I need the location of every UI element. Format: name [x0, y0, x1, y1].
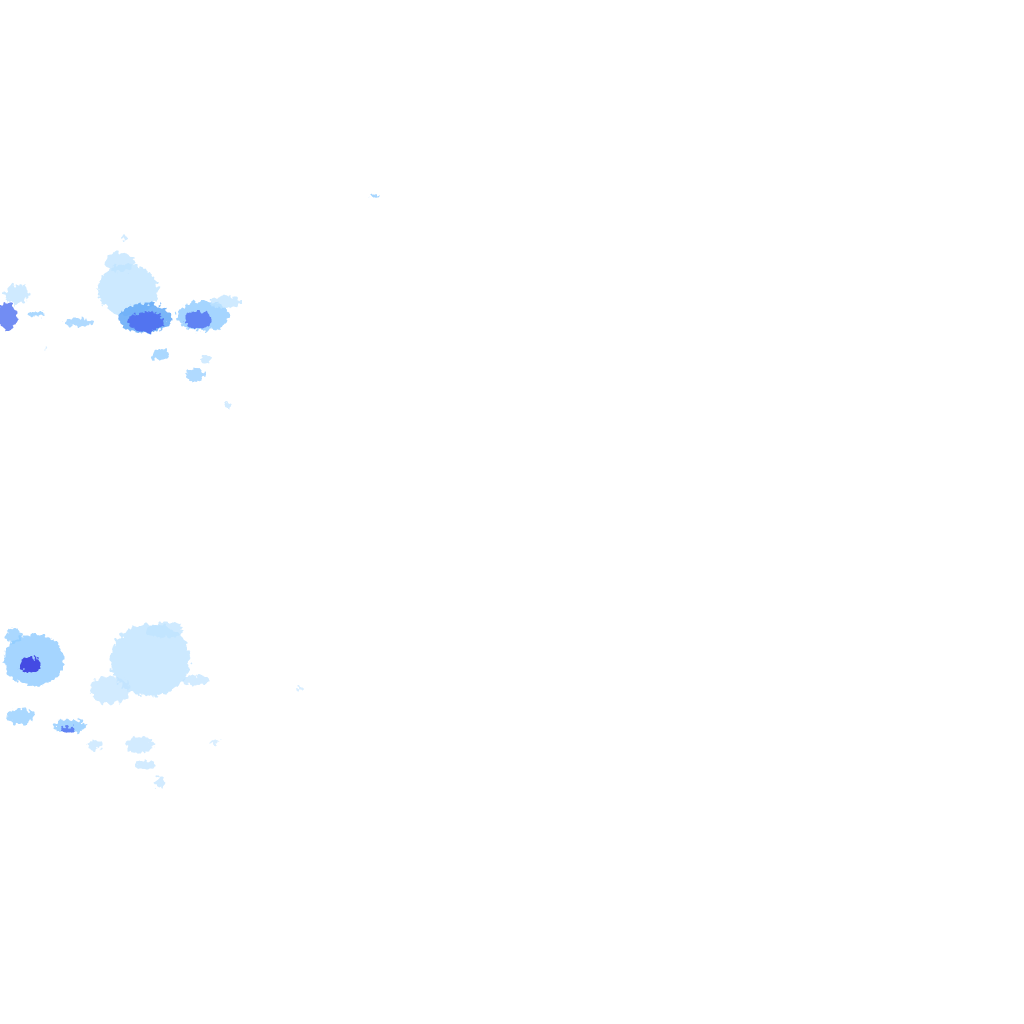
echo-upper-streak — [64, 318, 92, 326]
echo-upper-east-tail — [209, 296, 241, 308]
echo-lower-west-nw — [6, 628, 22, 644]
echo-upper-west-band — [27, 311, 45, 317]
echo-upper-south-1 — [151, 349, 169, 361]
echo-lower-central-n — [147, 622, 183, 638]
echo-lower-central — [110, 624, 190, 696]
echo-upper-west-core — [0, 302, 17, 330]
echo-lower-sw — [6, 708, 34, 724]
echo-upper-north — [98, 264, 158, 316]
echo-upper-speck — [44, 346, 48, 350]
echo-lower-west-core — [19, 657, 41, 673]
echo-lower-central-w — [90, 676, 130, 704]
echo-lower-s-core — [60, 726, 76, 734]
echo-lower-se-2 — [135, 760, 155, 770]
echo-upper-south-2 — [186, 368, 204, 382]
echo-upper-core-east-inner — [184, 311, 212, 329]
echo-lower-tip — [155, 776, 165, 788]
echo-upper-dot — [122, 236, 126, 240]
echo-upper-core-west-inner — [128, 312, 164, 332]
echo-upper-north-2 — [106, 252, 134, 272]
echo-lower-se — [126, 737, 154, 753]
echo-upper-west-edge — [5, 285, 29, 303]
echo-upper-south-3 — [201, 356, 211, 364]
echo-upper-south-dot — [224, 403, 232, 407]
echo-lower-speck-1 — [210, 740, 220, 744]
echo-isolated-north — [370, 194, 378, 198]
echo-lower-east-tail — [182, 675, 210, 685]
echo-lower-speck-2 — [297, 686, 303, 690]
echo-lower-mid — [87, 740, 103, 750]
